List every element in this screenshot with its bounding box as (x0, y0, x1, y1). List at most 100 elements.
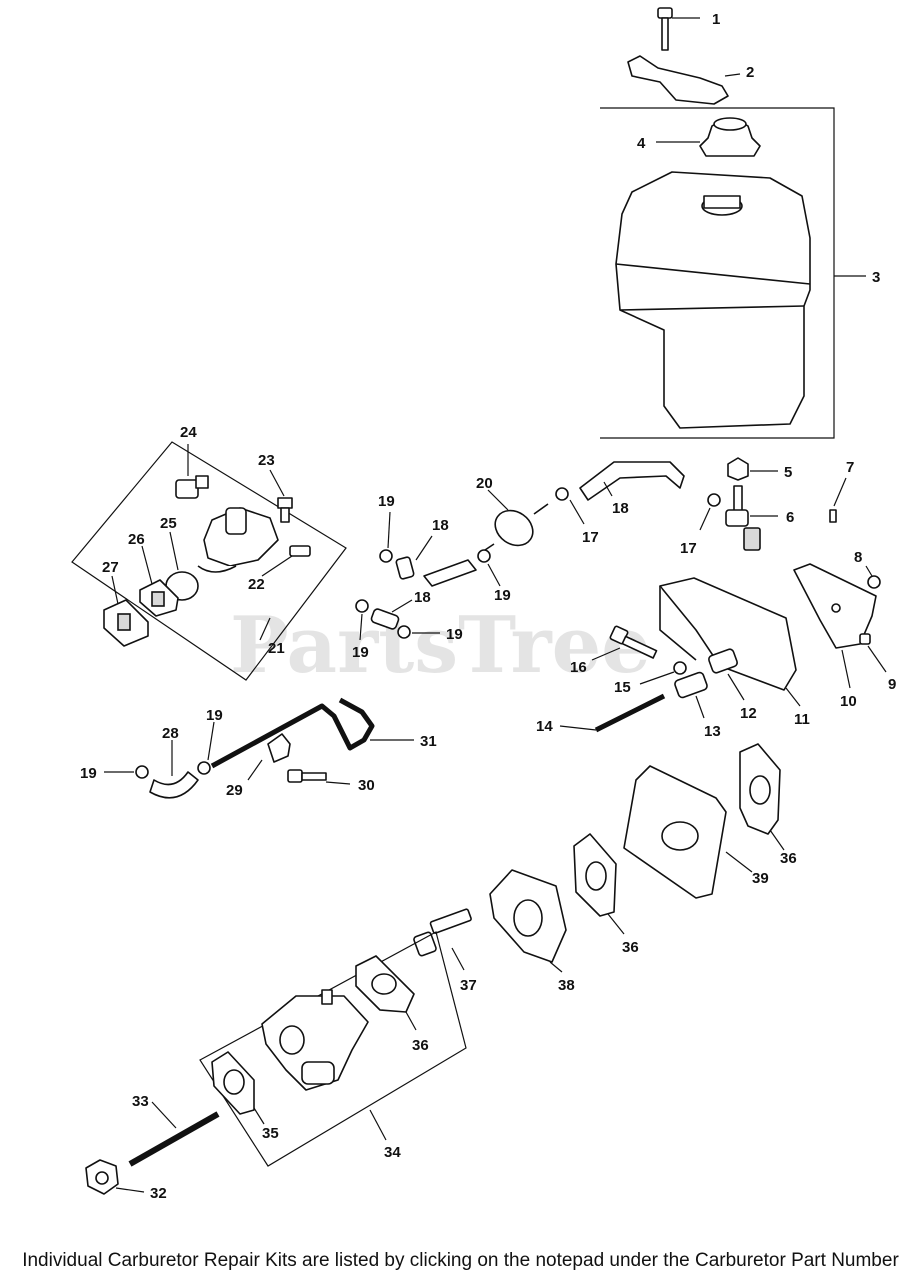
hose-clamp-valve-part[interactable] (699, 493, 721, 531)
callout-19f: 19 (80, 765, 97, 782)
callout-19c: 19 (352, 644, 369, 661)
callout-18c: 18 (414, 589, 431, 606)
callout-17a: 17 (582, 529, 599, 546)
fuel-cap-part[interactable] (656, 117, 761, 157)
callout-13: 13 (704, 723, 721, 740)
fuel-hose-elbow-part[interactable] (149, 740, 199, 799)
hose-clamp-upper-part[interactable] (555, 487, 585, 525)
valve-bracket-part[interactable] (793, 563, 877, 689)
fuel-tank-part[interactable] (615, 171, 811, 429)
callout-28: 28 (162, 725, 179, 742)
callout-3: 3 (872, 269, 880, 286)
callout-36a: 36 (780, 850, 797, 867)
nut-bracket-part[interactable] (865, 565, 881, 589)
gasket-top-part[interactable] (739, 743, 785, 851)
callout-34: 34 (384, 1144, 401, 1161)
footer-note: Individual Carburetor Repair Kits are li… (22, 1250, 899, 1271)
callout-32: 32 (150, 1185, 167, 1202)
carb-stud-part[interactable] (128, 1101, 220, 1167)
shutoff-valve-part[interactable] (725, 485, 778, 551)
clamp-screw-part[interactable] (287, 769, 351, 785)
watermark: PartsTree (230, 600, 651, 691)
callout-31: 31 (420, 733, 437, 750)
fitting-elbow-part[interactable] (175, 444, 209, 499)
callout-37: 37 (460, 977, 477, 994)
hose-clamp-pipe-a-part[interactable] (197, 721, 215, 775)
callout-19b: 19 (494, 587, 511, 604)
fuel-hose-short-part[interactable] (370, 599, 413, 630)
washer-part[interactable] (639, 661, 687, 685)
spacer-long-part[interactable] (674, 671, 708, 719)
fuel-hose-mid-part[interactable] (395, 535, 477, 587)
callout-29: 29 (226, 782, 243, 799)
callout-26: 26 (128, 531, 145, 548)
callout-1: 1 (712, 11, 720, 28)
callout-2: 2 (746, 64, 754, 81)
fuel-hose-upper-part[interactable] (579, 461, 685, 501)
callout-18b: 18 (432, 517, 449, 534)
intake-adapter-part[interactable] (489, 869, 567, 973)
callout-9: 9 (888, 676, 896, 693)
callout-4: 4 (637, 135, 646, 152)
pump-fitting-part[interactable] (261, 545, 311, 577)
callout-5: 5 (784, 464, 792, 481)
tank-bolt-part[interactable] (657, 7, 700, 51)
valve-nut-part[interactable] (727, 457, 778, 481)
spacer-short-part[interactable] (708, 648, 745, 701)
callout-18a: 18 (612, 500, 629, 517)
callout-30: 30 (358, 777, 375, 794)
callout-24: 24 (180, 424, 197, 441)
callout-19e: 19 (206, 707, 223, 724)
hose-clamp-mid-a-part[interactable] (379, 511, 393, 563)
callout-19d: 19 (446, 626, 463, 643)
mounting-bracket-part[interactable] (659, 577, 801, 707)
hose-clamp-short-a-part[interactable] (355, 599, 369, 641)
callout-15: 15 (614, 679, 631, 696)
stud-bolt-part[interactable] (559, 693, 666, 733)
callout-36b: 36 (622, 939, 639, 956)
callout-16: 16 (570, 659, 587, 676)
pump-plate-part[interactable] (103, 575, 149, 647)
pump-gasket-part[interactable] (139, 545, 179, 617)
callout-7: 7 (846, 459, 854, 476)
bracket-bolt-part[interactable] (591, 625, 658, 661)
callout-12: 12 (740, 705, 757, 722)
air-cleaner-base-part[interactable] (623, 765, 753, 899)
callout-17b: 17 (680, 540, 697, 557)
fuel-pipe-part[interactable] (210, 697, 414, 769)
fuel-filter-part[interactable] (481, 489, 549, 553)
callout-8: 8 (854, 549, 862, 566)
callout-20: 20 (476, 475, 493, 492)
hose-clamp-pipe-b-part[interactable] (104, 765, 149, 779)
intake-bolt-part[interactable] (413, 908, 472, 971)
callout-27: 27 (102, 559, 119, 576)
callout-10: 10 (840, 693, 857, 710)
gasket-mid-part[interactable] (573, 833, 625, 935)
bracket-screw-part[interactable] (859, 633, 887, 673)
fuel-pump-part[interactable] (197, 507, 279, 573)
tank-assembly-frame (600, 107, 835, 439)
callout-36c: 36 (412, 1037, 429, 1054)
callout-39: 39 (752, 870, 769, 887)
callout-25: 25 (160, 515, 177, 532)
tank-bracket-part[interactable] (627, 55, 741, 105)
callout-38: 38 (558, 977, 575, 994)
carburetor-part[interactable] (261, 989, 369, 1091)
callout-35: 35 (262, 1125, 279, 1142)
callout-33: 33 (132, 1093, 149, 1110)
callout-14: 14 (536, 718, 553, 735)
small-screw-part[interactable] (829, 477, 847, 523)
carb-gasket-part[interactable] (355, 955, 417, 1031)
pipe-clamp-part[interactable] (247, 733, 291, 781)
hose-clamp-short-b-part[interactable] (397, 625, 440, 639)
hose-clamp-mid-b-part[interactable] (477, 549, 501, 587)
callout-19a: 19 (378, 493, 395, 510)
flange-nut-part[interactable] (85, 1159, 145, 1195)
callout-11: 11 (794, 711, 810, 728)
callout-6: 6 (786, 509, 794, 526)
carb-base-gasket-part[interactable] (211, 1051, 265, 1125)
callout-21: 21 (268, 640, 285, 657)
pump-screw-part[interactable] (269, 469, 293, 523)
fuel-pump-frame (71, 441, 347, 681)
